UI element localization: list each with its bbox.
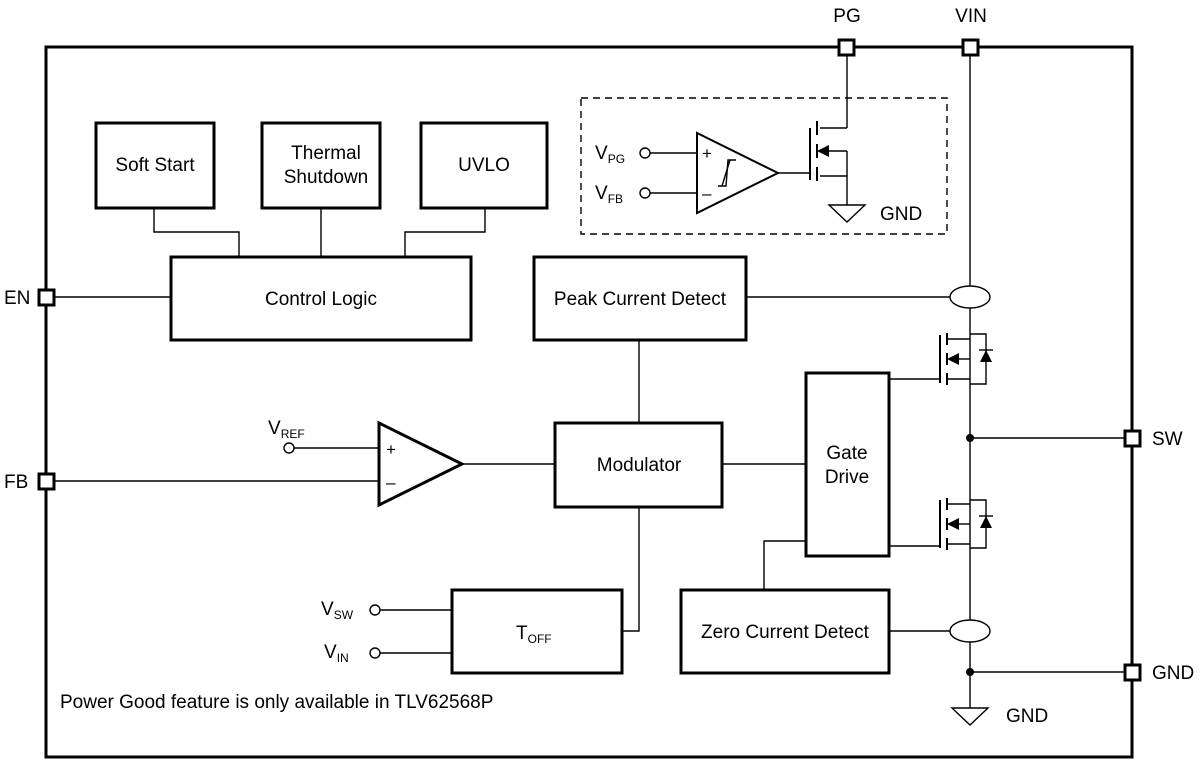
pg-mosfet [809, 121, 848, 181]
power-good-region [580, 97, 948, 235]
pg-comparator [696, 131, 781, 215]
uvlo-label: UVLO [458, 155, 510, 176]
gate-drive-label-line2: Drive [825, 467, 869, 488]
fb-pin [37, 472, 56, 491]
pg-ground-symbol [827, 204, 867, 223]
fb-pin-label: FB [4, 472, 28, 493]
pg-gnd-label: GND [880, 204, 922, 225]
power-good-note: Power Good feature is only available in … [60, 692, 493, 713]
peak-current-detect-block [532, 255, 748, 342]
wires [53, 47, 1132, 708]
bottom-ground-symbol [950, 707, 990, 726]
toff-block [450, 588, 624, 675]
vref-input [283, 442, 295, 454]
toff-label: TOFF [516, 623, 552, 646]
vref-label: VREF [268, 418, 305, 441]
pg-comp-minus: – [702, 184, 712, 203]
pg-pin [837, 38, 856, 57]
gnd-node-junction [966, 668, 974, 676]
uvlo-block [419, 121, 549, 210]
peak-current-detect-label: Peak Current Detect [554, 289, 727, 310]
control-logic-label: Control Logic [265, 289, 377, 310]
sw-pin-label: SW [1152, 429, 1183, 450]
vfb-label: VFB [595, 183, 623, 206]
vin-input-label: VIN [324, 642, 349, 665]
thermal-label-line1: Thermal [291, 143, 361, 164]
vpg-label: VPG [595, 143, 625, 166]
thermal-label-line2: Shutdown [284, 167, 369, 188]
sw-pin [1123, 429, 1142, 448]
pg-comp-plus: + [702, 144, 712, 163]
en-pin-label: EN [4, 288, 30, 309]
bottom-gnd-label: GND [1006, 706, 1048, 727]
peak-current-sensor [949, 285, 991, 309]
zero-current-sensor [949, 619, 991, 643]
soft-start-block [94, 121, 216, 210]
low-side-mosfet [939, 498, 993, 550]
vin-input [369, 647, 381, 659]
gate-drive-label-line1: Gate [826, 443, 867, 464]
sw-node-junction [966, 434, 974, 442]
vsw-input [369, 604, 381, 616]
thermal-shutdown-block [260, 121, 382, 210]
chip-outline [44, 45, 1134, 759]
en-pin [37, 288, 56, 307]
vsw-label: VSW [321, 599, 354, 622]
gate-drive-block [804, 371, 891, 558]
pg-pin-label: PG [833, 6, 860, 27]
error-amplifier [377, 420, 466, 508]
modulator-block [553, 421, 724, 509]
gnd-pin [1123, 663, 1142, 682]
vin-pin-label: VIN [955, 6, 987, 27]
zero-current-detect-label: Zero Current Detect [701, 622, 870, 643]
high-side-mosfet [939, 333, 993, 385]
vfb-input [639, 187, 651, 199]
vpg-input [639, 147, 651, 159]
soft-start-label: Soft Start [115, 155, 195, 176]
error-amp-plus: + [386, 440, 396, 459]
gnd-pin-label: GND [1152, 663, 1194, 684]
control-logic-block [169, 255, 473, 342]
vin-pin [961, 38, 980, 57]
zero-current-detect-block [679, 588, 891, 675]
error-amp-minus: – [386, 473, 396, 492]
modulator-label: Modulator [597, 455, 682, 476]
